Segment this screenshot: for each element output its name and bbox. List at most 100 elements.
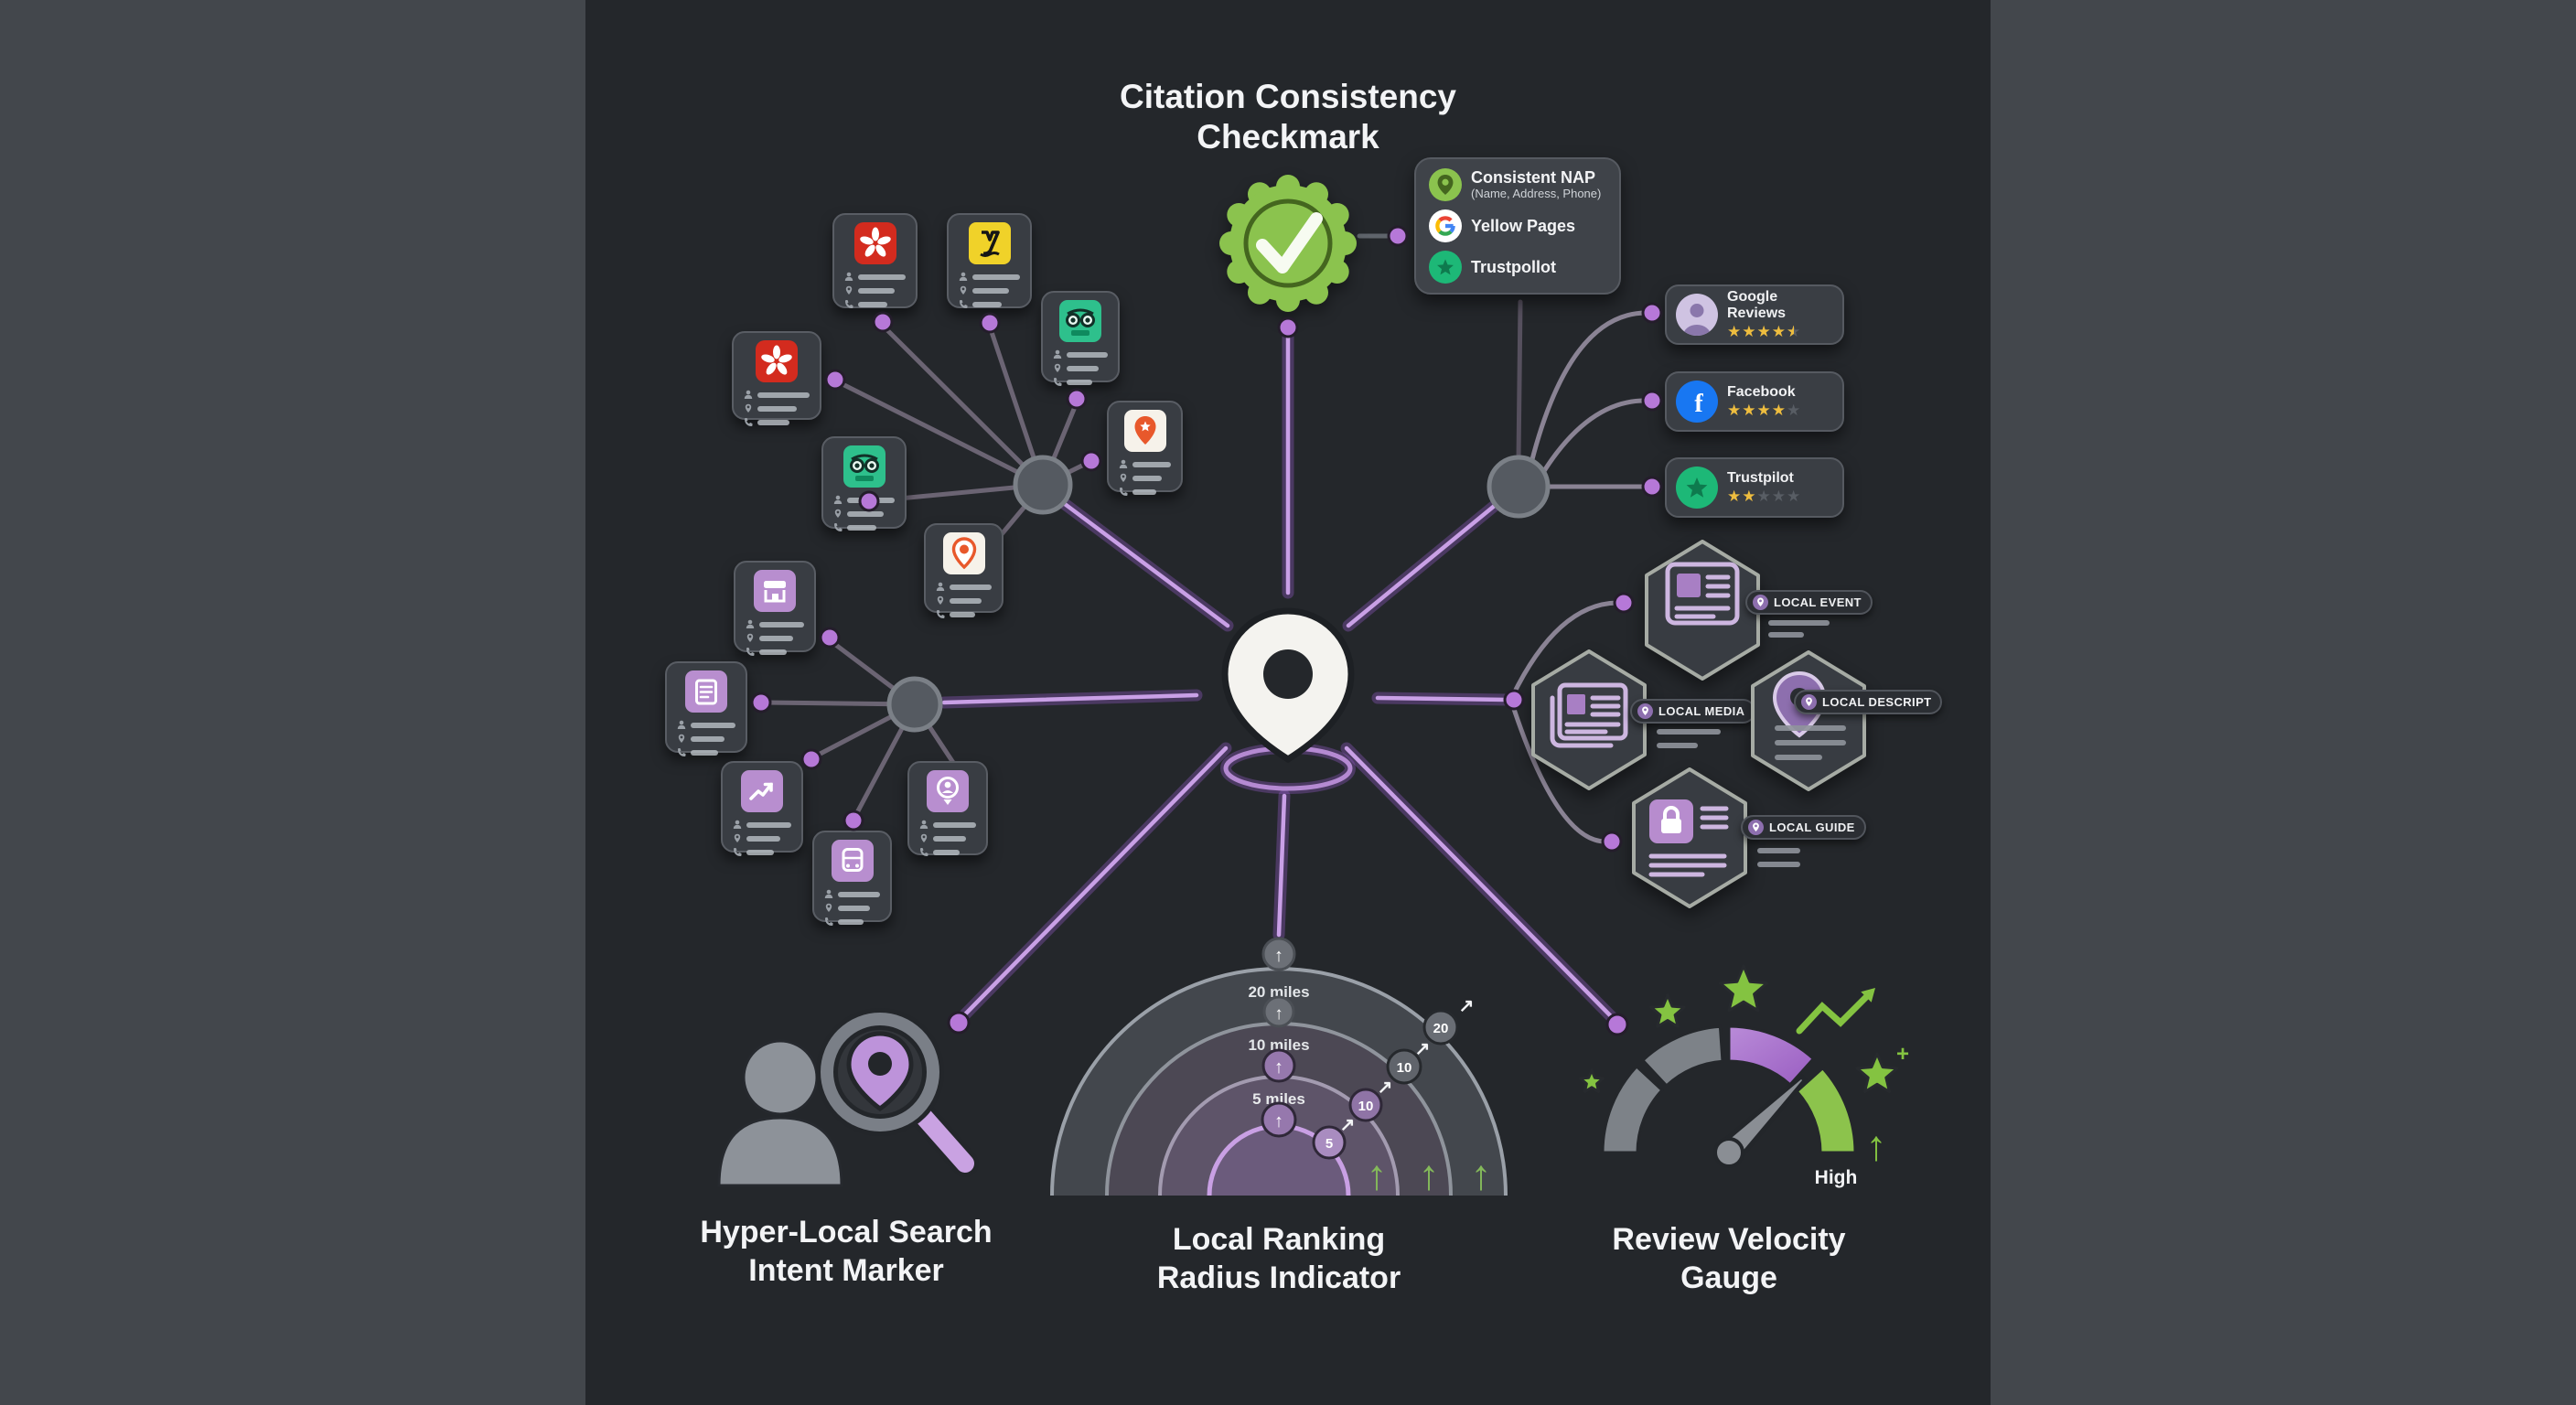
title-line-2: Checkmark (1197, 118, 1379, 156)
nap-row-sublabel: (Name, Address, Phone) (1471, 187, 1602, 200)
phone-mini-icon (744, 417, 753, 427)
hex-label-pill: LOCAL EVENT (1745, 590, 1873, 615)
check-icon (1256, 212, 1323, 273)
pin-mini-icon (936, 595, 945, 606)
gauge-star-decorations (1579, 964, 1899, 1094)
article-icon (685, 670, 727, 713)
tripadvisor-icon (1059, 300, 1101, 342)
decorative-text-bar (1775, 740, 1846, 745)
svg-text:+: + (1896, 1042, 1909, 1067)
yelp-icon (853, 222, 896, 264)
pin-mini-icon (1119, 473, 1128, 483)
citation-card (924, 523, 1004, 618)
pin-mini-icon (833, 509, 843, 519)
decorative-text-bar (1657, 729, 1721, 735)
central-map-pin-icon (1220, 607, 1356, 794)
map-pin-icon (1429, 168, 1462, 201)
phone-mini-icon (677, 747, 686, 757)
milestone-10a: 10 (1358, 1099, 1374, 1114)
pin-mini-icon (1053, 363, 1062, 373)
hub-node-left-bottom (886, 676, 943, 733)
google-icon (1429, 209, 1462, 242)
person-mini-icon (1053, 349, 1062, 359)
nap-row-label: Yellow Pages (1471, 216, 1576, 235)
phone-mini-icon (919, 847, 928, 857)
phone-mini-icon (936, 609, 945, 619)
bus-icon (831, 840, 874, 882)
decorative-text-bar (1657, 743, 1698, 748)
person-mini-icon (824, 889, 833, 899)
yellowpages-icon (968, 222, 1011, 264)
decorative-text-bar (1768, 632, 1804, 638)
gauge-level-label: High (1815, 1167, 1858, 1188)
caption-hyper-local: Hyper-Local Search Intent Marker (700, 1215, 993, 1288)
decorative-text-bar (1775, 725, 1846, 731)
hexagon-node-local-guide (1626, 765, 1754, 911)
radius-label-20mi: 20 miles (1248, 983, 1309, 1001)
pin-mini-icon (919, 833, 928, 843)
decorative-text-bar (1768, 620, 1830, 626)
svg-text:↑: ↑ (1274, 946, 1283, 966)
svg-text:f: f (1694, 390, 1703, 418)
person-mini-icon (844, 272, 853, 282)
consistent-nap-card: Consistent NAP(Name, Address, Phone) Yell… (1414, 157, 1621, 295)
google-avatar-icon (1676, 294, 1718, 336)
citation-card (665, 661, 747, 756)
pin-spokes (938, 330, 1620, 1025)
caption-radius-indicator: Local Ranking Radius Indicator (1156, 1222, 1401, 1295)
phone-mini-icon (844, 299, 853, 309)
diagram-canvas: ↑ 20 miles ↑ 10 miles ↑ 5 miles ↑ 5 10 1… (585, 0, 1991, 1405)
milestone-20: 20 (1433, 1021, 1449, 1036)
decorative-text-bar (1775, 755, 1822, 760)
nap-row-label: Consistent NAP (1471, 168, 1596, 187)
facebook-icon: f (1676, 381, 1718, 423)
pin-mini-icon (733, 833, 742, 843)
hex-label-pill: LOCAL MEDIA (1630, 699, 1756, 724)
svg-text:↑: ↑ (1274, 1057, 1283, 1078)
milestone-chain: 5 10 10 20 ↗↗ ↗↗ ↑↑↑ (1312, 996, 1492, 1198)
person-mini-icon (1119, 459, 1128, 469)
pin-badge-icon (1748, 820, 1764, 835)
pin-mini-icon (844, 285, 853, 295)
citation-card (947, 213, 1032, 308)
svg-text:↑: ↑ (1274, 1004, 1283, 1024)
trustpilot-icon (1429, 251, 1462, 284)
hexagon-node-local-event (1638, 537, 1766, 683)
svg-text:↑: ↑ (1274, 1111, 1283, 1132)
phone-mini-icon (746, 647, 755, 657)
growth-arrows: ↑↑↑ (1367, 1151, 1492, 1198)
magnifier-icon (821, 1013, 939, 1132)
svg-text:↗: ↗ (1459, 996, 1475, 1016)
hub-node-right (1487, 455, 1551, 519)
phone-mini-icon (824, 917, 833, 927)
radius-label-5mi: 5 miles (1252, 1090, 1305, 1108)
citation-card (812, 831, 892, 926)
radius-label-10mi: 10 miles (1248, 1036, 1309, 1054)
nap-row-label: Trustpollot (1471, 257, 1556, 276)
yelp-icon (756, 340, 798, 382)
hex-label-pill: LOCAL GUIDE (1741, 815, 1866, 840)
review-card-google-reviews: Google Reviews★★★★★★ (1665, 284, 1844, 345)
hex-label: LOCAL EVENT (1774, 595, 1862, 609)
pin-badge-icon (1753, 595, 1768, 610)
citation-card (1107, 401, 1183, 496)
hex-label: LOCAL MEDIA (1658, 704, 1745, 718)
person-pin-icon (927, 770, 969, 812)
hex-label: LOCAL GUIDE (1769, 820, 1855, 834)
pin-mini-icon (677, 734, 686, 744)
phone-mini-icon (733, 847, 742, 857)
hex-label-pill: LOCAL DESCRIPT (1794, 690, 1943, 714)
hex-label: LOCAL DESCRIPT (1822, 695, 1932, 709)
pin-mini-icon (959, 285, 968, 295)
person-mini-icon (833, 495, 843, 505)
review-platform-name: Trustpilot (1727, 470, 1794, 486)
hyper-local-marker-icon (717, 1008, 979, 1187)
svg-text:↑: ↑ (1866, 1121, 1887, 1169)
trustpilot-icon (1676, 467, 1718, 509)
person-mini-icon (936, 582, 945, 592)
trend-arrow-icon (1796, 993, 1870, 1035)
trend-icon (741, 770, 783, 812)
citation-card (721, 761, 803, 856)
caption-review-gauge: Review Velocity Gauge (1612, 1222, 1846, 1295)
